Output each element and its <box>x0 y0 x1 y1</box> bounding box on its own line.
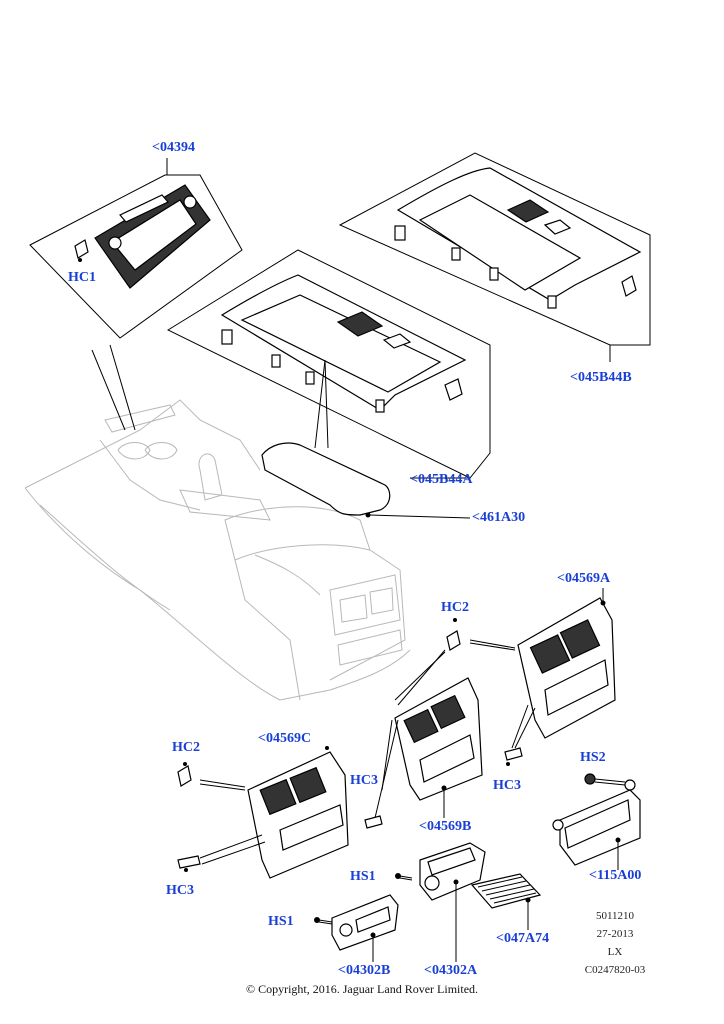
part-04394-group <box>29 158 243 431</box>
part-047A74 <box>470 873 542 930</box>
callout-hc3-left[interactable]: HC3 <box>166 883 194 898</box>
diagram-ref: C0247820-03 <box>584 964 646 976</box>
callout-115A00[interactable]: <115A00 <box>589 868 642 883</box>
callout-04569B[interactable]: <04569B <box>419 819 472 834</box>
callout-04569A[interactable]: <04569A <box>557 571 611 586</box>
callout-hs1-upper[interactable]: HS1 <box>350 869 376 884</box>
callout-hc3-right[interactable]: HC3 <box>493 778 521 793</box>
diagram-model: LX <box>607 946 623 958</box>
clip-hc2-right <box>394 618 516 706</box>
callout-hc3-mid[interactable]: HC3 <box>350 773 378 788</box>
screw-hs1-upper <box>395 873 413 881</box>
callout-hs1-lower[interactable]: HS1 <box>268 914 294 929</box>
part-04569C <box>247 746 349 879</box>
part-115A00 <box>552 779 641 870</box>
screw-hs2 <box>584 773 626 786</box>
callout-hc1[interactable]: HC1 <box>68 270 96 285</box>
clip-hc3-left <box>177 834 266 872</box>
callout-hc2-right[interactable]: HC2 <box>441 600 469 615</box>
part-04302A <box>419 842 486 962</box>
part-04569A <box>517 588 616 739</box>
part-045B44B-group <box>338 152 651 362</box>
clip-hc3-right <box>504 704 536 766</box>
callout-hc2-left[interactable]: HC2 <box>172 740 200 755</box>
callout-04302B[interactable]: <04302B <box>338 963 391 978</box>
callout-04394[interactable]: <04394 <box>152 140 195 155</box>
part-04569B <box>374 677 483 819</box>
diagram-date: 27-2013 <box>596 928 634 940</box>
clip-hc2-left <box>177 762 246 791</box>
diagram-code: 5011210 <box>595 910 635 922</box>
screw-hs1-lower <box>314 917 333 925</box>
part-045B44A-group <box>166 249 491 479</box>
callout-045B44B[interactable]: <045B44B <box>570 370 632 385</box>
callout-045B44A[interactable]: <045B44A <box>410 472 473 487</box>
callout-047A74[interactable]: <047A74 <box>496 931 550 946</box>
part-04302B <box>331 894 399 962</box>
copyright-notice: © Copyright, 2016. Jaguar Land Rover Lim… <box>245 982 479 996</box>
callout-461A30[interactable]: <461A30 <box>472 510 526 525</box>
callout-04569C[interactable]: <04569C <box>258 731 312 746</box>
clip-hc3-mid <box>364 815 383 829</box>
callout-04302A[interactable]: <04302A <box>424 963 478 978</box>
part-461A30 <box>261 442 471 519</box>
center-console-outline <box>24 399 411 701</box>
callout-hs2[interactable]: HS2 <box>580 750 606 765</box>
